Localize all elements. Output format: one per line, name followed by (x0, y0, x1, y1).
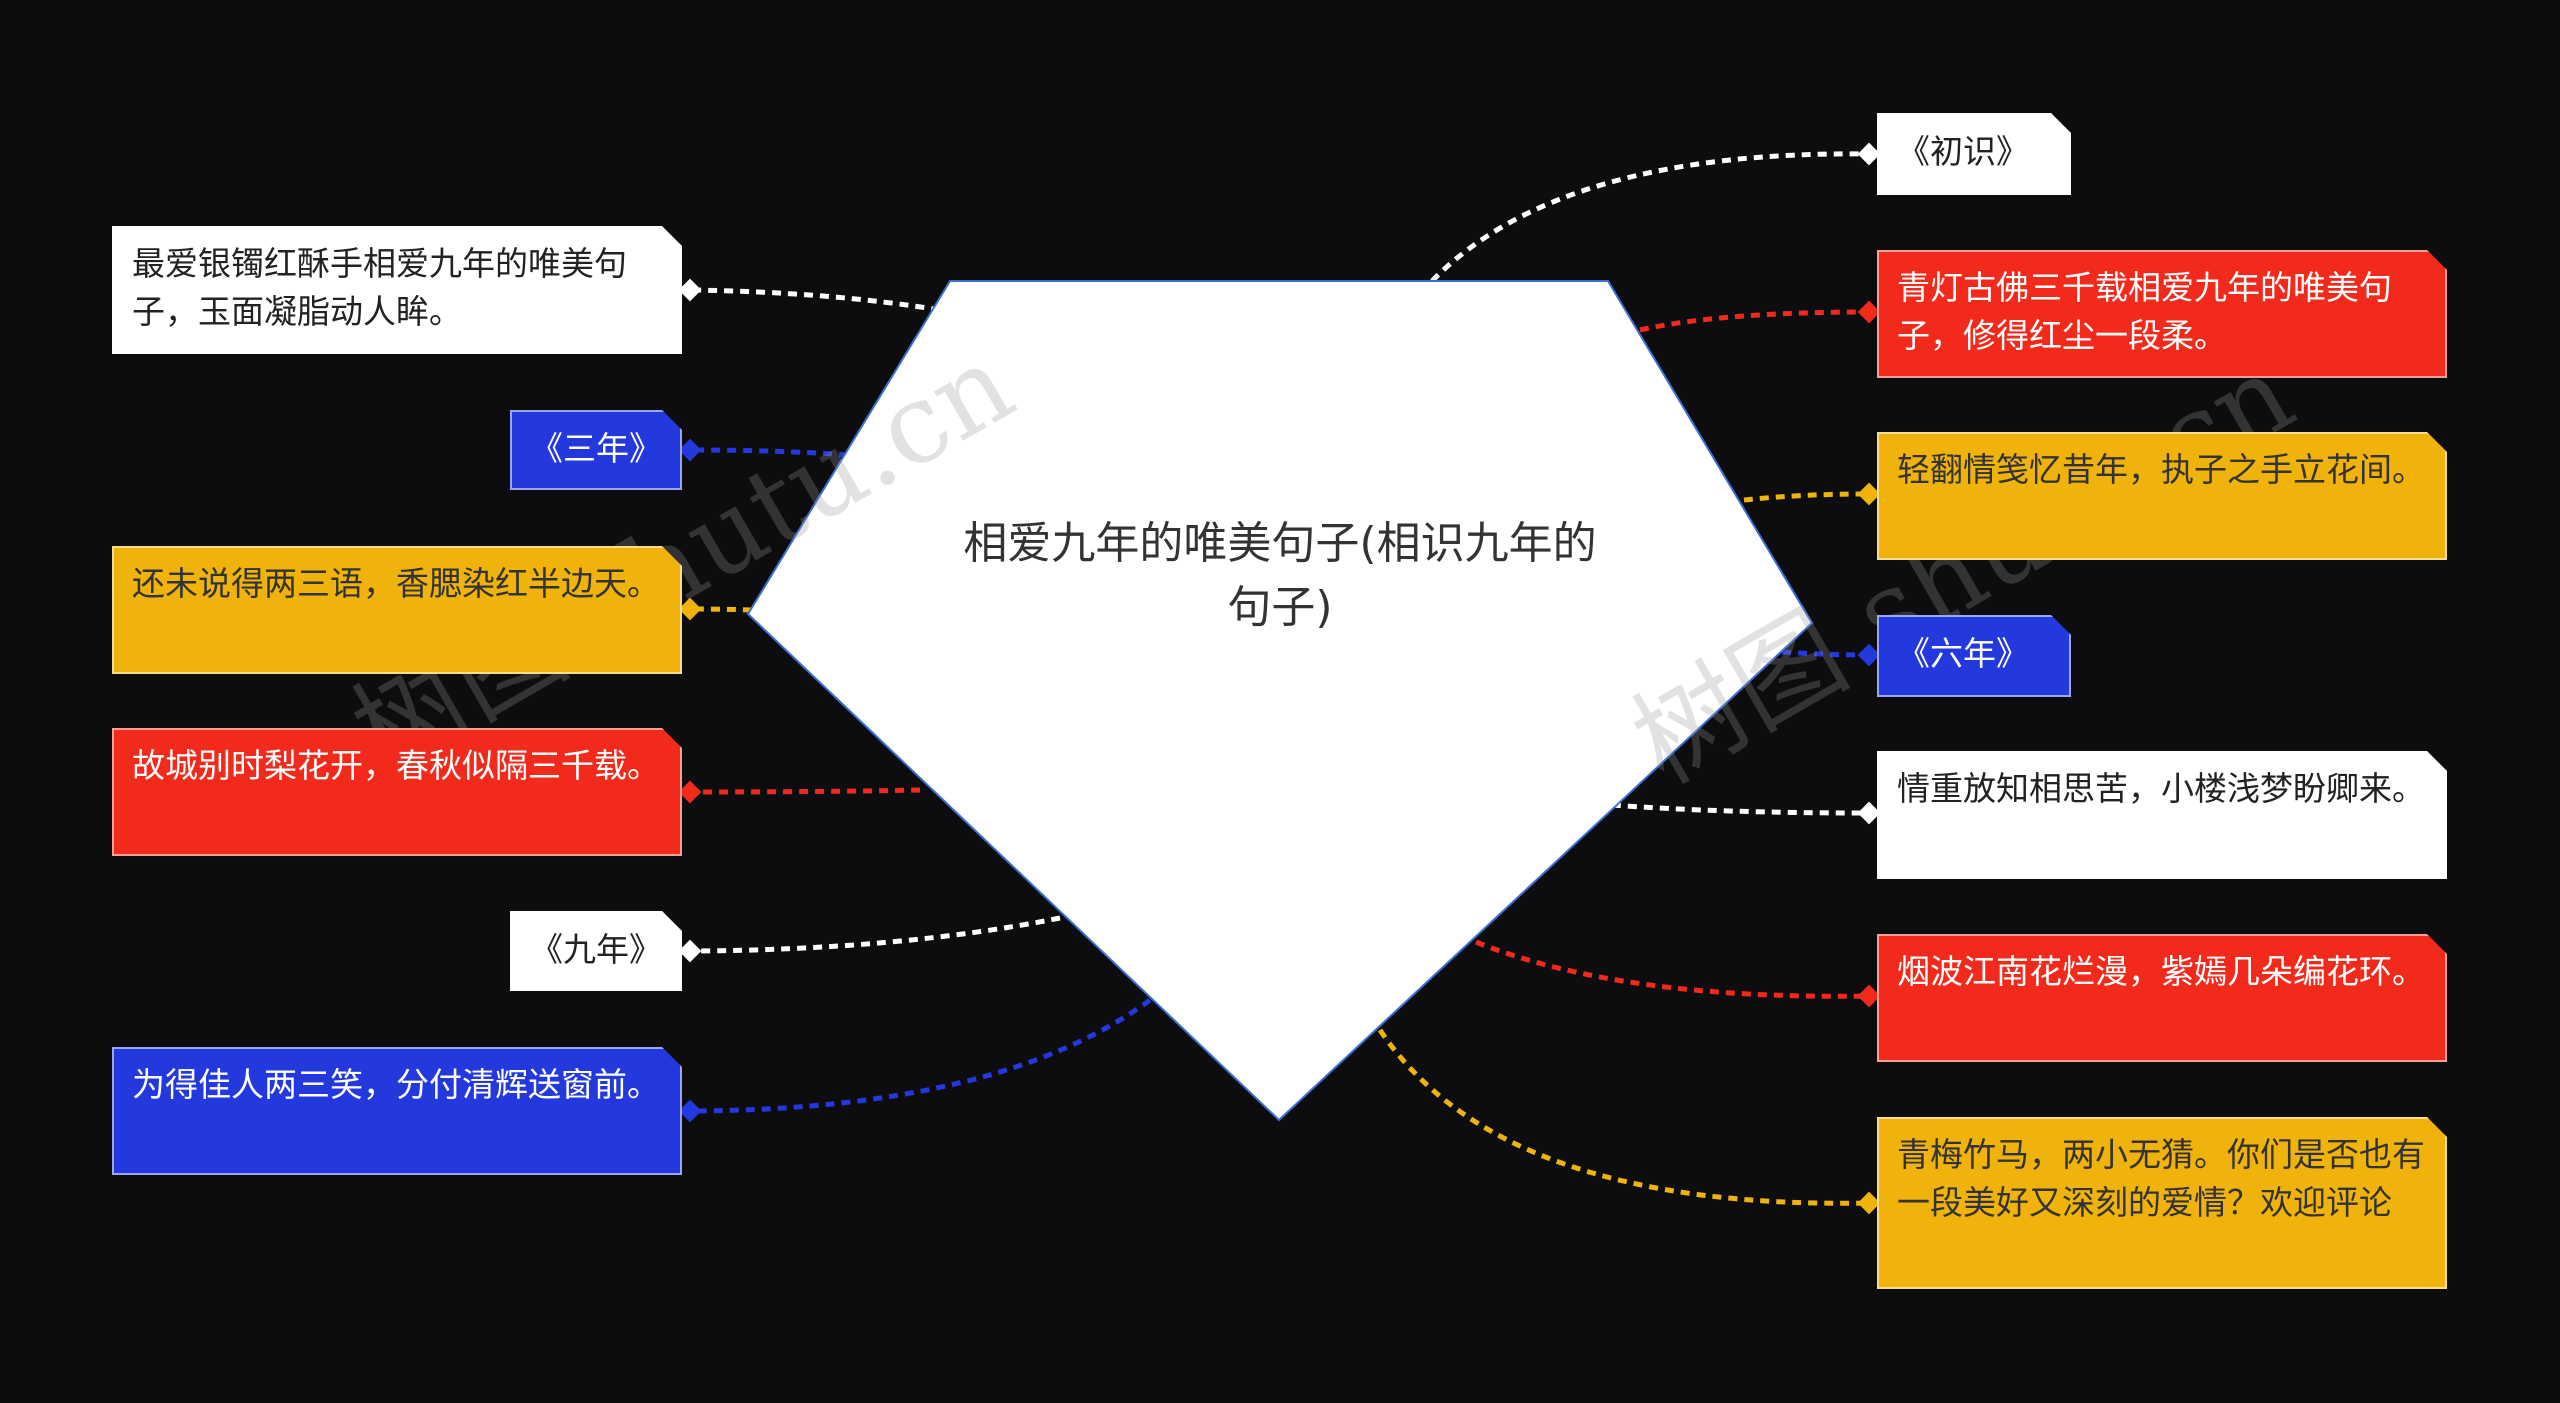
connector-line (689, 997, 1152, 1114)
connector-line (1781, 649, 1870, 658)
connector-diamond-marker (678, 780, 702, 804)
node-text: 《六年》 (1897, 634, 2029, 673)
node-text: 还未说得两三语，香腮染红半边天。 (132, 564, 660, 603)
right-node-quote-1[interactable]: 青灯古佛三千载相爱九年的唯美句子，修得红尘一段柔。 (1877, 250, 2447, 378)
left-node-quote-2[interactable]: 还未说得两三语，香腮染红半边天。 (112, 546, 682, 674)
node-text: 青灯古佛三千载相爱九年的唯美句子，修得红尘一段柔。 (1897, 268, 2392, 355)
node-text: 轻翻情笺忆昔年，执子之手立花间。 (1897, 450, 2425, 489)
left-node-quote-3[interactable]: 故城别时梨花开，春秋似隔三千载。 (112, 728, 682, 856)
connector-line (689, 287, 941, 313)
node-text: 为得佳人两三笑，分付清辉送窗前。 (132, 1065, 660, 1104)
central-topic-text: 相爱九年的唯美句子(相识九年的句子) (963, 518, 1597, 633)
connector-line (1475, 939, 1870, 999)
right-node-quote-3[interactable]: 情重放知相思苦，小楼浅梦盼卿来。 (1877, 751, 2447, 879)
node-text: 烟波江南花烂漫，紫嫣几朵编花环。 (1897, 952, 2425, 991)
right-node-first-meeting[interactable]: 《初识》 (1877, 113, 2071, 195)
node-text: 情重放知相思苦，小楼浅梦盼卿来。 (1897, 769, 2425, 808)
left-node-nine-years[interactable]: 《九年》 (510, 911, 682, 991)
connector-diamond-marker (1857, 142, 1881, 166)
connector-diamond-marker (678, 278, 702, 302)
connector-line (1611, 802, 1870, 816)
node-text: 故城别时梨花开，春秋似隔三千载。 (132, 746, 660, 785)
node-text: 《九年》 (530, 930, 662, 969)
connector-diamond-marker (1857, 643, 1881, 667)
connector-line (689, 447, 849, 458)
connector-line (689, 915, 1061, 954)
connector-line (1639, 309, 1870, 333)
node-text: 《三年》 (530, 429, 662, 468)
connector-diamond-marker (1857, 984, 1881, 1008)
node-text: 最爱银镯红酥手相爱九年的唯美句子，玉面凝脂动人眸。 (132, 244, 627, 331)
connector-diamond-marker (1857, 1191, 1881, 1215)
node-text: 《初识》 (1897, 132, 2029, 171)
connector-group (678, 142, 1881, 1215)
connector-line (1743, 491, 1870, 503)
connector-line (1377, 1028, 1870, 1206)
right-node-six-years[interactable]: 《六年》 (1877, 615, 2071, 697)
left-node-quote-1[interactable]: 最爱银镯红酥手相爱九年的唯美句子，玉面凝脂动人眸。 (112, 226, 682, 354)
connector-line (689, 787, 921, 795)
connector-diamond-marker (678, 939, 702, 963)
node-text: 青梅竹马，两小无猜。你们是否也有一段美好又深刻的爱情？欢迎评论 (1897, 1135, 2425, 1222)
left-node-three-years[interactable]: 《三年》 (510, 410, 682, 490)
connector-diamond-marker (678, 438, 702, 462)
right-node-quote-2[interactable]: 轻翻情笺忆昔年，执子之手立花间。 (1877, 432, 2447, 560)
central-topic-shape[interactable] (746, 280, 1814, 1122)
connector-line (1430, 151, 1870, 283)
left-node-quote-4[interactable]: 为得佳人两三笑，分付清辉送窗前。 (112, 1047, 682, 1175)
connector-diamond-marker (678, 1099, 702, 1123)
connector-diamond-marker (678, 597, 702, 621)
connector-diamond-marker (1857, 801, 1881, 825)
connector-diamond-marker (1857, 482, 1881, 506)
connector-diamond-marker (1857, 300, 1881, 324)
right-node-quote-4[interactable]: 烟波江南花烂漫，紫嫣几朵编花环。 (1877, 934, 2447, 1062)
right-node-quote-5[interactable]: 青梅竹马，两小无猜。你们是否也有一段美好又深刻的爱情？欢迎评论 (1877, 1117, 2447, 1289)
